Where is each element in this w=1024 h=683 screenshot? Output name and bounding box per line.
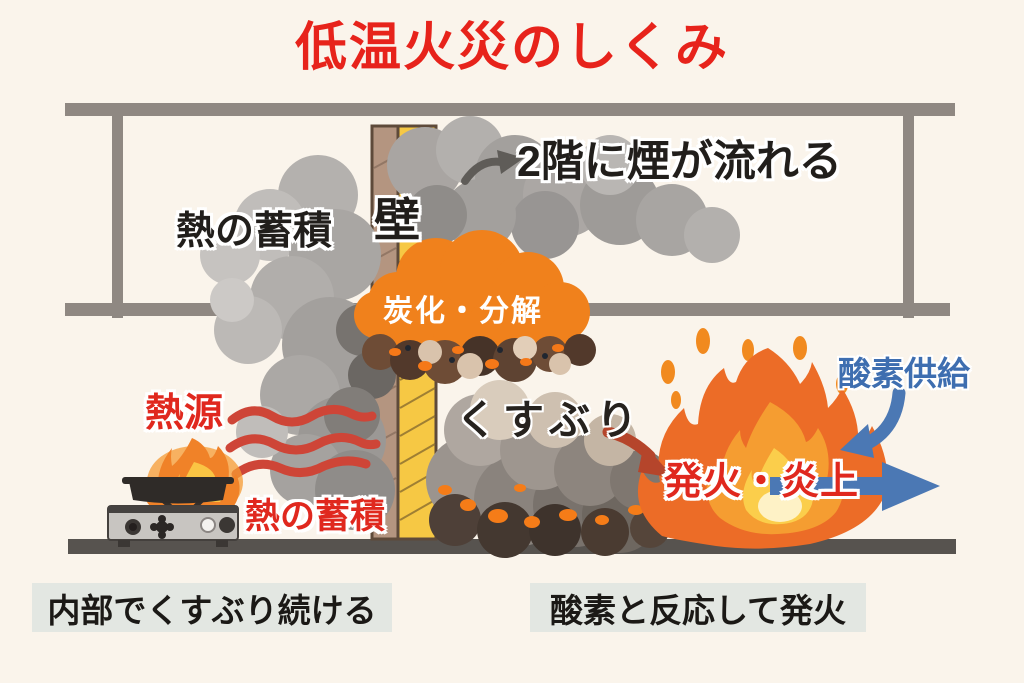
- gas-stove-icon: [107, 438, 243, 547]
- spark-drops-icon: [661, 328, 848, 409]
- caption-smolder-inside: 内部でくすぶり続ける: [32, 583, 392, 632]
- heat-wave-lines-icon: [225, 405, 381, 479]
- smoke-flow-arrow-icon: [461, 150, 524, 185]
- page-title: 低温火災のしくみ: [294, 19, 730, 77]
- spread-arrow-icon: [602, 426, 674, 478]
- heat-accumulation-upper-label: 熱の蓄積: [176, 210, 333, 253]
- oxygen-out-arrow-icon: [770, 462, 940, 511]
- heat-source-label: 熱源: [145, 392, 224, 435]
- heat-accumulation-lower-label: 熱の蓄積: [245, 497, 386, 536]
- smoke-flow-label: 2階に煙が流れる: [517, 138, 842, 186]
- pan-icon: [122, 477, 234, 510]
- oxygen-supply-label: 酸素供給: [838, 355, 970, 392]
- oxygen-in-arrow-icon: [840, 386, 906, 458]
- big-fire-icon: [637, 328, 888, 549]
- carbonization-label: 炭化・分解: [383, 295, 543, 328]
- ignition-label: 発火・炎上: [664, 461, 860, 503]
- smolder-embers: [362, 334, 670, 558]
- wall-label: 壁: [374, 194, 420, 246]
- smoldering-label: くすぶり: [456, 397, 644, 443]
- caption-react-oxygen: 酸素と反応して発火: [530, 583, 866, 632]
